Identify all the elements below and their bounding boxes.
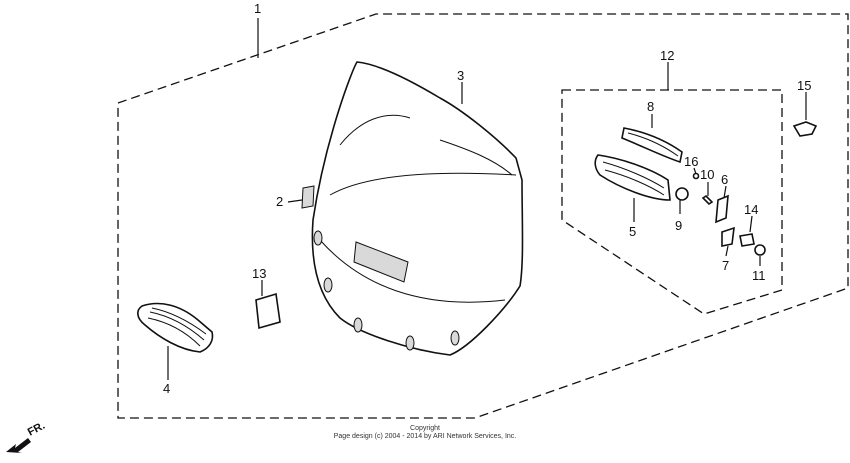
callout-2: 2 [276,194,283,209]
leader-lines [167,18,807,380]
sticker-part-2 [301,185,315,209]
copyright-line-2: Page design (c) 2004 - 2014 by ARI Netwo… [333,433,517,440]
windscreen [311,61,524,356]
callout-16: 16 [684,154,698,169]
sticker-part-13 [255,292,281,330]
callout-13: 13 [252,266,266,281]
callout-11: 11 [752,268,766,283]
bolt-part-14 [739,233,755,247]
front-arrow-icon: FR. [6,420,47,453]
callout-5: 5 [629,224,636,239]
lamp-housing-part-5 [594,154,671,201]
callout-6: 6 [721,172,728,187]
lens-part-8 [621,127,683,164]
callout-3: 3 [457,68,464,83]
callout-15: 15 [797,78,811,93]
washer-part-9 [675,187,689,201]
callout-7: 7 [722,258,729,273]
callout-4: 4 [163,381,170,396]
copyright-line-1: Copyright [410,425,440,432]
callout-1: 1 [254,1,261,16]
callout-14: 14 [744,202,758,217]
reflector-part-4 [137,302,214,353]
bolt-part-15 [792,121,818,137]
ring-part-11 [754,244,766,256]
bracket-part-6 [715,194,729,224]
pin-part-10 [701,194,714,206]
callout-12: 12 [660,48,674,63]
callout-10: 10 [700,167,714,182]
screw-part-16 [692,172,700,180]
callout-8: 8 [647,99,654,114]
assembly-frame [117,13,849,419]
callout-9: 9 [675,218,682,233]
subassembly-frame [561,89,783,315]
front-direction-marker: FR. [2,418,62,458]
bracket-part-7 [721,226,735,247]
